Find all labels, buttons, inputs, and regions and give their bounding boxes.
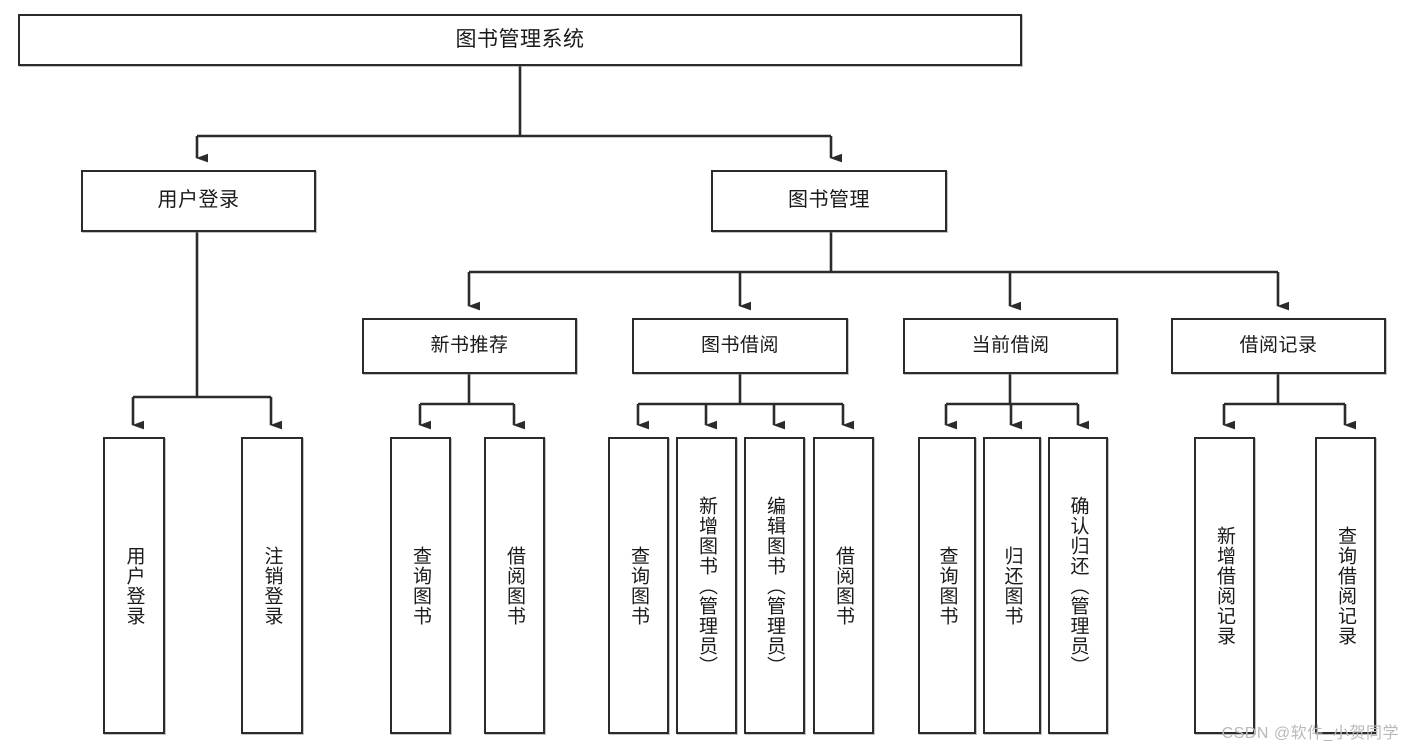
node-label: 注销登录 <box>261 545 283 626</box>
node-label: 当前借阅 <box>971 334 1050 356</box>
node-label: 查询图书 <box>410 545 432 626</box>
node-label: 用户登录 <box>157 189 240 212</box>
node-label: 确认归还（管理员） <box>1067 495 1089 676</box>
node-root-book-management-system[interactable]: 图书管理系统 <box>18 14 1022 66</box>
leaf-add-book-admin[interactable]: 新增图书（管理员） <box>676 437 737 734</box>
node-book-borrow[interactable]: 图书借阅 <box>632 318 848 374</box>
node-borrow-record[interactable]: 借阅记录 <box>1171 318 1386 374</box>
leaf-user-login[interactable]: 用户登录 <box>103 437 165 734</box>
node-label: 查询借阅记录 <box>1335 525 1357 646</box>
node-label: 新增借阅记录 <box>1214 525 1236 646</box>
node-label: 编辑图书（管理员） <box>764 495 786 676</box>
leaf-query-borrow-record[interactable]: 查询借阅记录 <box>1315 437 1376 734</box>
leaf-query-book-current[interactable]: 查询图书 <box>918 437 976 734</box>
node-label: 查询图书 <box>628 545 650 626</box>
leaf-return-book[interactable]: 归还图书 <box>983 437 1041 734</box>
node-label: 借阅图书 <box>504 545 526 626</box>
watermark-text: CSDN @软件_小贺同学 <box>1221 725 1399 742</box>
leaf-confirm-return-admin[interactable]: 确认归还（管理员） <box>1048 437 1108 734</box>
leaf-borrow-book[interactable]: 借阅图书 <box>813 437 874 734</box>
node-label: 归还图书 <box>1001 545 1023 626</box>
node-label: 图书借阅 <box>700 334 779 356</box>
node-label: 图书管理系统 <box>455 27 585 51</box>
node-user-login[interactable]: 用户登录 <box>81 170 316 232</box>
leaf-query-book-borrow[interactable]: 查询图书 <box>608 437 669 734</box>
node-label: 借阅图书 <box>833 545 855 626</box>
node-label: 借阅记录 <box>1239 334 1318 356</box>
node-label: 查询图书 <box>936 545 958 626</box>
node-label: 新增图书（管理员） <box>696 495 718 676</box>
node-current-borrow[interactable]: 当前借阅 <box>903 318 1118 374</box>
leaf-edit-book-admin[interactable]: 编辑图书（管理员） <box>744 437 805 734</box>
node-book-management[interactable]: 图书管理 <box>711 170 947 232</box>
leaf-logout-login[interactable]: 注销登录 <box>241 437 303 734</box>
leaf-borrow-book-recommend[interactable]: 借阅图书 <box>484 437 545 734</box>
node-new-book-recommend[interactable]: 新书推荐 <box>362 318 577 374</box>
leaf-add-borrow-record[interactable]: 新增借阅记录 <box>1194 437 1255 734</box>
node-label: 新书推荐 <box>430 334 509 356</box>
leaf-query-book-recommend[interactable]: 查询图书 <box>390 437 451 734</box>
node-label: 图书管理 <box>788 189 870 212</box>
node-label: 用户登录 <box>123 545 145 626</box>
